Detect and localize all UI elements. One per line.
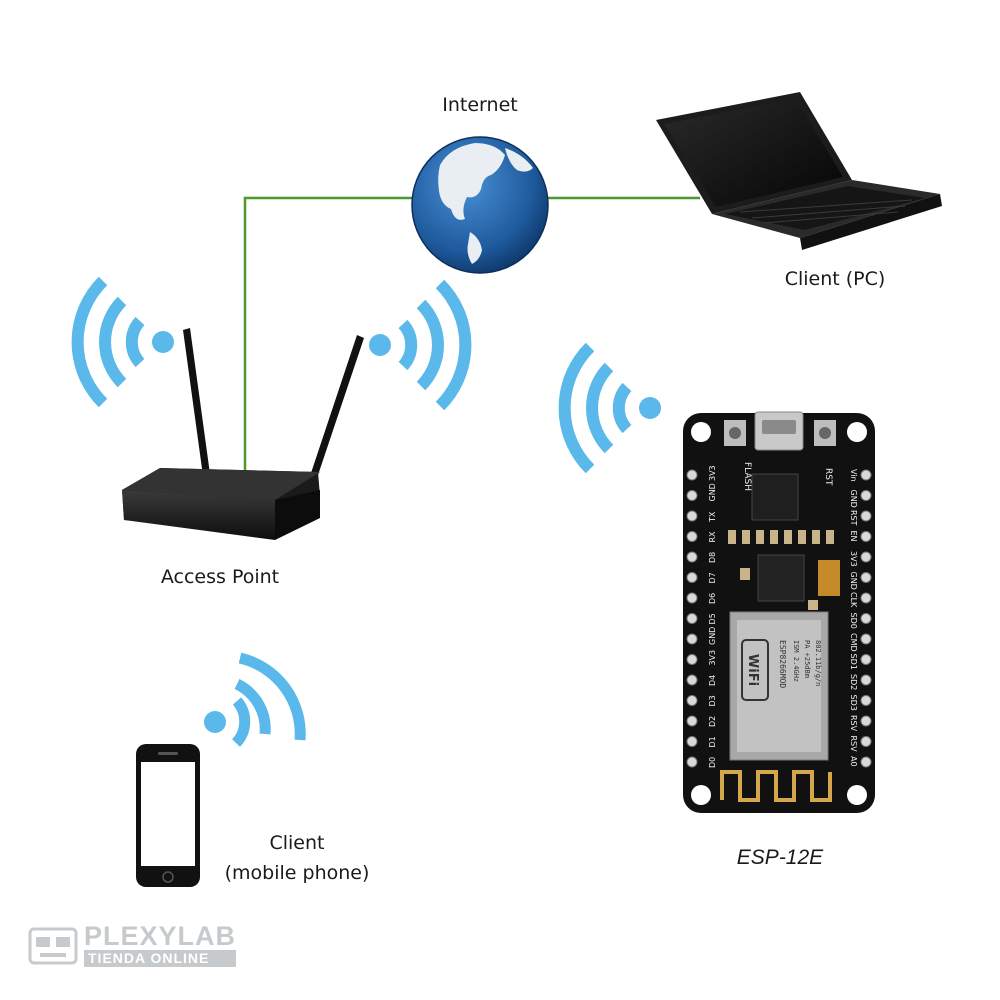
left-pin-label: TX — [708, 511, 717, 523]
right-pin-header — [860, 469, 872, 768]
laptop-icon — [656, 92, 942, 250]
access-point-label: Access Point — [160, 566, 280, 588]
flash-label: FLASH — [742, 462, 752, 491]
header-pin — [860, 674, 872, 686]
left-pin-label: D7 — [708, 572, 717, 583]
left-pin-label: D8 — [708, 552, 717, 563]
left-pin-label: 3V3 — [708, 465, 717, 481]
right-pin-label: 3V3 — [849, 551, 858, 567]
left-pin-label: D6 — [708, 593, 717, 604]
wifi-logo: WiFi — [745, 654, 760, 686]
header-pin — [860, 572, 872, 583]
header-pin — [686, 572, 698, 583]
right-pin-label: SD2 — [849, 674, 858, 690]
left-pin-label: GND — [708, 483, 717, 501]
header-pin — [686, 490, 698, 501]
left-pin-label: D4 — [708, 675, 717, 686]
header-pin — [860, 531, 872, 542]
header-pin — [686, 531, 698, 542]
client-pc-label: Client (PC) — [784, 268, 886, 290]
left-pin-label: 3V3 — [708, 650, 717, 666]
left-pin-label: GND — [708, 627, 717, 645]
watermark-logo: PLEXYLAB TIENDA ONLINE — [28, 921, 237, 967]
header-pin — [686, 756, 698, 768]
header-pin — [686, 695, 698, 706]
header-pin — [686, 715, 698, 727]
right-pin-label: CMD — [849, 633, 858, 652]
header-pin — [860, 510, 872, 522]
client-mobile-label-line1: Client — [269, 832, 325, 854]
header-pin — [686, 654, 698, 665]
left-pin-label: D1 — [708, 736, 717, 747]
header-pin — [860, 695, 872, 706]
right-pin-label: SD1 — [849, 654, 858, 670]
rst-label: RST — [823, 468, 833, 486]
router-icon — [122, 328, 364, 540]
esp-label: ESP-12E — [736, 846, 824, 869]
module-spec-text: ISM 2.4GHz — [792, 640, 800, 682]
globe-icon — [411, 136, 549, 274]
header-pin — [860, 715, 872, 727]
network-links — [243, 196, 700, 478]
router-internet-link — [243, 196, 412, 478]
right-pin-label: RST — [849, 510, 858, 526]
client-mobile-label-line2: (mobile phone) — [224, 862, 370, 884]
header-pin — [860, 551, 872, 563]
header-pin — [686, 469, 698, 481]
header-pin — [860, 654, 872, 665]
header-pin — [686, 592, 698, 604]
client-mobile-label: Client (mobile phone) — [214, 828, 380, 888]
left-pin-label: D3 — [708, 695, 717, 706]
right-pin-label: Vin — [849, 469, 858, 482]
watermark-tagline: TIENDA ONLINE — [84, 950, 237, 967]
wifi-signal-router-right — [369, 279, 472, 411]
right-pin-label: RSV — [849, 715, 858, 732]
header-pin — [860, 490, 872, 501]
wifi-signal-phone — [204, 652, 306, 747]
plexylab-logo-icon — [28, 927, 78, 964]
right-pin-label: SD0 — [849, 613, 858, 629]
left-pin-label: D2 — [708, 716, 717, 727]
smartphone-icon — [136, 744, 200, 887]
right-pin-label: SD3 — [849, 695, 858, 711]
left-pin-label: RX — [708, 531, 717, 543]
wifi-signal-router-left — [71, 276, 174, 408]
right-pin-label: RSV — [849, 736, 858, 753]
header-pin — [860, 592, 872, 604]
left-pin-header — [686, 469, 698, 768]
module-spec-text: PA +25dBm — [803, 640, 811, 678]
header-pin — [686, 551, 698, 563]
header-pin — [686, 510, 698, 522]
right-pin-label: CLK — [849, 592, 858, 608]
header-pin — [860, 756, 872, 768]
right-pin-label: EN — [849, 531, 858, 542]
header-pin — [860, 633, 872, 645]
right-pin-label: GND — [849, 490, 858, 508]
right-pin-label: GND — [849, 572, 858, 590]
watermark-brand: PLEXYLAB — [84, 921, 237, 951]
header-pin — [860, 736, 872, 747]
right-pin-label: A0 — [849, 756, 858, 767]
module-model-text: ESP8266MOD — [778, 640, 787, 688]
header-pin — [686, 674, 698, 686]
header-pin — [860, 469, 872, 481]
module-spec-text: 802.11b/g/n — [814, 640, 822, 686]
header-pin — [686, 613, 698, 624]
internet-label: Internet — [442, 94, 518, 116]
header-pin — [860, 613, 872, 624]
left-pin-label: D5 — [708, 613, 717, 624]
right-pin-labels: A0 RSV RSV SD3 SD2 SD1 CMD SD0 CLK GND 3V3 EN RST GND… — [849, 469, 858, 767]
esp-board-icon: WiFi D0D1D2D3D43V3GNDD5D6D7D8RXTXGND3V3 … — [683, 411, 875, 813]
left-pin-label: D0 — [708, 757, 717, 768]
wifi-signal-esp — [558, 342, 661, 474]
header-pin — [686, 633, 698, 645]
header-pin — [686, 736, 698, 747]
